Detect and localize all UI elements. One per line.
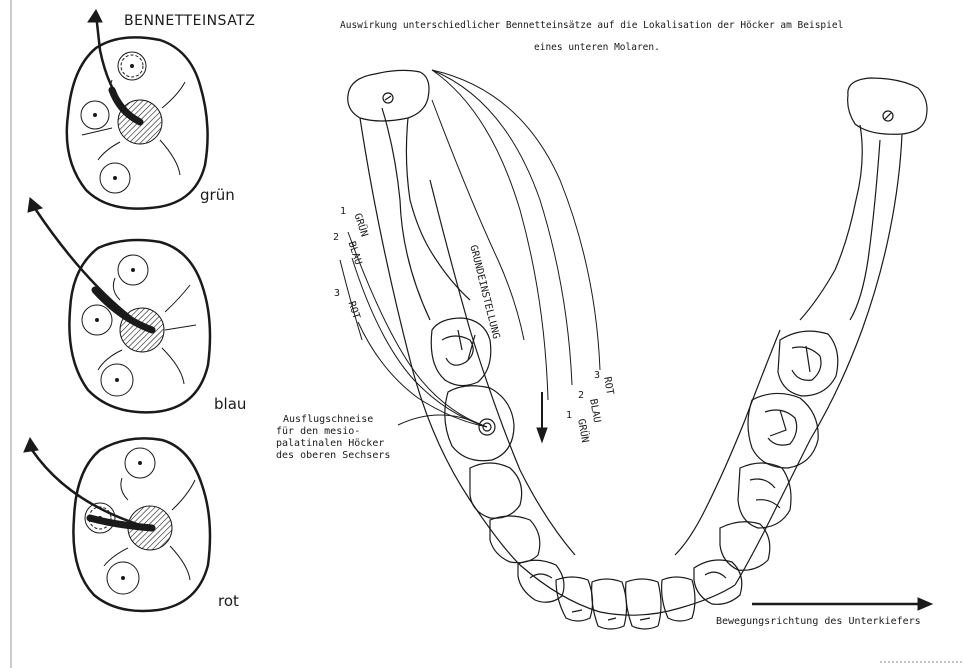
- right-path-num-1: 1: [566, 410, 572, 421]
- molar-red: [24, 438, 210, 611]
- annotation-line-3: palatinalen Höcker: [276, 438, 384, 449]
- molar-green: [67, 10, 208, 209]
- teeth-left: [431, 318, 564, 602]
- movement-arrow: [752, 598, 932, 610]
- right-path-num-3: 3: [594, 370, 600, 381]
- bennett-heading: BENNETTEINSATZ: [124, 13, 255, 29]
- left-path-num-1: 1: [340, 206, 346, 217]
- left-path-num-3: 3: [334, 288, 340, 299]
- diagram-title-line2: eines unteren Molaren.: [534, 42, 660, 53]
- mandible: [348, 70, 927, 615]
- movement-label: Bewegungsrichtung des Unterkiefers: [716, 616, 921, 627]
- left-path-num-2: 2: [333, 232, 339, 243]
- annotation-line-4: des oberen Sechsers: [276, 450, 390, 461]
- annotation-line-2: für den mesio-: [276, 426, 360, 437]
- diagram-title-line1: Auswirkung unterschiedlicher Bennetteins…: [340, 20, 843, 31]
- tooth-label-green: grün: [200, 186, 235, 204]
- annotation-line-1: Ausflugschneise: [283, 414, 373, 425]
- molar-blue: [28, 198, 210, 412]
- annotation-leader: [398, 415, 482, 425]
- tooth-label-blue: blau: [214, 395, 246, 413]
- grundeinstellung-arrow: [537, 392, 547, 442]
- tooth-label-red: rot: [218, 592, 239, 610]
- teeth-right: [694, 331, 838, 604]
- right-path-num-2: 2: [578, 390, 584, 401]
